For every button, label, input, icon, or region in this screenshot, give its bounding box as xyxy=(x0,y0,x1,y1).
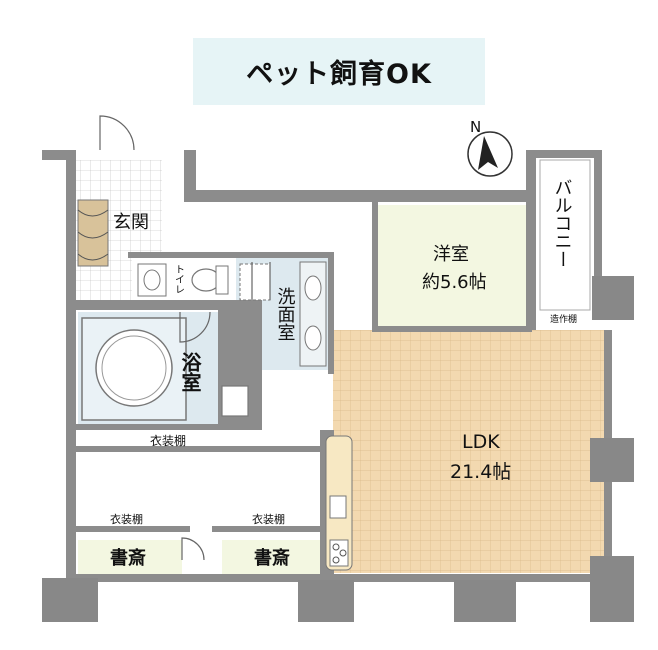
label-closet-right: 衣装棚 xyxy=(252,512,285,526)
label-bath: 浴室 xyxy=(178,352,202,392)
label-ldk-size: 21.4帖 xyxy=(450,461,511,483)
bath-drain xyxy=(221,385,249,417)
pet-ok-text: ペット飼育OK xyxy=(246,59,432,90)
doors xyxy=(99,115,271,561)
columns xyxy=(42,276,634,622)
stove xyxy=(329,539,349,567)
shoe-closet xyxy=(77,199,109,267)
pet-ok-badge: ペット飼育OK xyxy=(193,38,485,105)
study-right-floor xyxy=(222,540,322,576)
ldk-floor xyxy=(333,330,611,573)
washing-machine xyxy=(239,263,271,301)
label-balcony: バルコニー xyxy=(552,178,573,268)
label-western-room: 洋室 xyxy=(433,244,469,265)
label-toilet: トイレ xyxy=(173,264,185,294)
label-entrance: 玄関 xyxy=(113,212,149,233)
bathtub-basin xyxy=(95,329,173,407)
study-left-floor xyxy=(78,540,182,576)
compass-letter: N xyxy=(470,118,481,136)
label-washroom: 洗面室 xyxy=(275,287,296,341)
label-study-right: 書斎 xyxy=(254,547,290,569)
western-room-floor xyxy=(376,205,531,328)
label-closet-main: 衣装棚 xyxy=(150,433,186,448)
label-western-size: 約5.6帖 xyxy=(422,272,487,293)
compass-icon xyxy=(467,131,513,177)
balcony-area xyxy=(539,159,591,311)
label-study-left: 書斎 xyxy=(110,547,146,569)
label-built-in-shelf: 造作棚 xyxy=(550,313,577,325)
label-closet-left: 衣装棚 xyxy=(110,512,143,526)
label-ldk: LDK xyxy=(462,431,500,453)
